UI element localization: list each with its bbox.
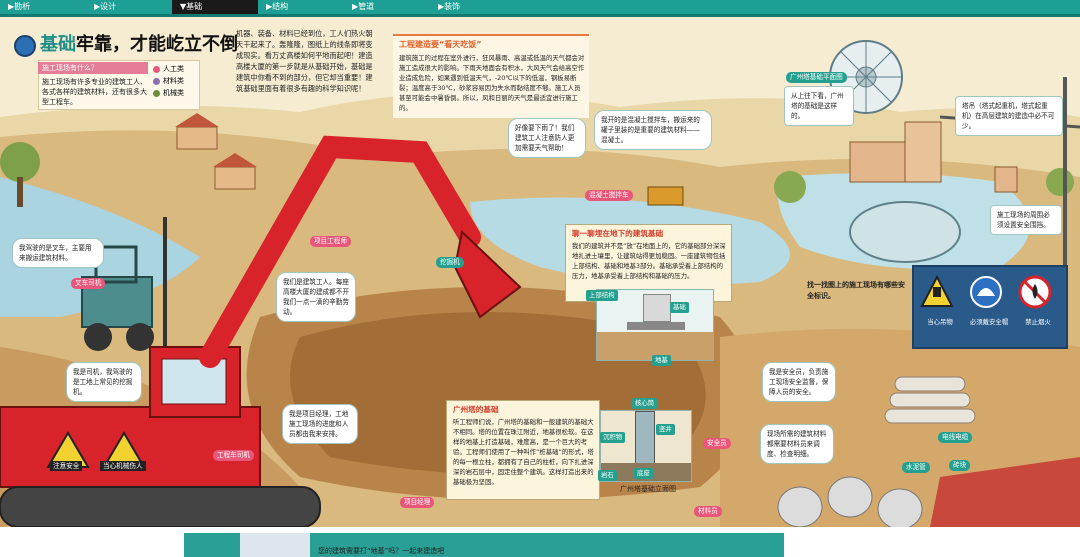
foundation-slab	[627, 322, 685, 330]
legend-label: 机械类	[163, 89, 184, 97]
title-rest: 牢靠，才能屹立不倒	[76, 34, 238, 55]
excavator-driver-tag: 工程车司机	[213, 450, 254, 461]
canton-intro-note: 从上往下看，广州塔的基础是这样的。	[784, 86, 854, 126]
globe-badge-icon	[14, 35, 36, 57]
caution-safety-label: 注意安全	[50, 461, 83, 471]
rock-label: 岩石	[598, 470, 617, 481]
hard-hat-icon	[970, 276, 1002, 308]
legend: 人工类 材料类 机械类	[153, 63, 197, 99]
safety-signboard: 当心吊物 必须戴安全帽 禁止烟火	[912, 265, 1068, 349]
project-engineer-tag: 项目工程师	[310, 236, 351, 247]
tab-structure[interactable]: ▶结构	[266, 2, 289, 11]
legend-label: 材料类	[163, 77, 184, 85]
legend-item-machines: 机械类	[153, 87, 197, 99]
canton-plan-label: 广州塔基础平面图	[786, 72, 847, 83]
forklift-driver-tag: 叉车司机	[71, 278, 106, 289]
weather-title: 工程建造要“看天吃饭”	[399, 40, 482, 49]
intro-paragraph: 机器、装备、材料已经到位，工人们热火朝天干起来了。轰隆隆，图纸上的线条即将变成现…	[236, 29, 373, 93]
canton-caption: 广州塔基础立面图	[620, 485, 676, 493]
fence-note: 施工现场的周围必须设置安全围挡。	[990, 205, 1062, 235]
sign-falling-object: 当心吊物	[920, 274, 960, 331]
canton-text: 听工程师们说，广州塔的基础和一般建筑的基础大不相同。塔的位置在珠江附近，地基很松…	[453, 418, 594, 486]
next-page-text: 您的建筑需要打“地基”吗？一起来建造吧	[318, 547, 445, 555]
tab-foundation[interactable]: ▼基础	[172, 0, 258, 14]
pipe-tag: 水泥管	[902, 462, 930, 473]
foundation-label: 基础	[670, 302, 689, 313]
tab-strip	[0, 14, 1080, 17]
materials-clerk-bubble: 现场所需的建筑材料都需要材料员来调度、检查明细。	[760, 424, 834, 464]
legend-label: 人工类	[163, 65, 184, 73]
project-manager-tag: 项目经理	[400, 497, 435, 508]
chapter-tabs: ▶勘析 ▶设计 ▼基础 ▶结构 ▶管道 ▶装饰	[0, 0, 1080, 17]
foundation-title: 聊一聊埋在地下的建筑基础	[572, 229, 664, 238]
cable-tag: 电线电缆	[938, 432, 973, 443]
tower-crane-note: 塔吊（塔式起重机，塔式起重机）在高层建筑的建造中必不可少。	[955, 96, 1063, 136]
next-page-thumb	[240, 533, 310, 557]
sign-label: 当心吊物	[927, 318, 953, 326]
find-signs-text: 找一找图上的施工现场有哪些安全标识。	[807, 281, 905, 300]
page-title: 基础牢靠，才能屹立不倒	[40, 30, 238, 56]
project-manager-bubble: 我是项目经理，工地施工现场的进度和人员都由我来安排。	[282, 404, 358, 444]
title-highlight: 基础	[40, 34, 76, 55]
question-text: 施工现场有许多专业的建筑工人、各式各样的建筑材料，还有很多大型工程车。	[42, 78, 147, 106]
ground-label: 地基	[652, 355, 671, 366]
safety-officer-bubble: 我是安全员，负责施工现场安全监督，保障人员的安全。	[762, 362, 836, 402]
sediment-label: 沉积物	[600, 432, 626, 443]
pile-label: 竖井	[656, 424, 675, 435]
excavator-tag: 挖掘机	[436, 257, 464, 268]
materials-clerk-tag: 材料员	[694, 506, 722, 517]
legend-dot-machines	[153, 89, 160, 97]
legend-item-materials: 材料类	[153, 75, 197, 87]
truck-driver-bubble: 我开的是混凝土搅拌车，搬运来的罐子里装的是重要的建筑材料——混凝土。	[594, 110, 712, 150]
legend-dot-people	[153, 65, 160, 73]
truck-tag: 混凝土搅拌车	[585, 190, 633, 201]
no-fire-icon	[1018, 275, 1052, 309]
bricks-tag: 砖块	[949, 460, 971, 471]
rain-bubble: 好像要下雨了！我们建筑工人注意防人更加需要天气帮助！	[508, 118, 586, 158]
weather-text: 建筑施工的过程在室外进行，狂风暴雨、高温或低温的天气都会对施工造成很大的影响。下…	[399, 54, 585, 112]
sign-no-fire: 禁止烟火	[1018, 275, 1058, 331]
foundation-text: 我们的建筑并不是“放”在地面上的，它的基础部分深深地扎进土壤里，让建筑站得更加稳…	[572, 242, 726, 280]
weather-box: 工程建造要“看天吃饭” 建筑施工的过程在室外进行，狂风暴雨、高温或低温的天气都会…	[393, 34, 589, 118]
base-label: 底座	[634, 468, 653, 479]
tab-survey[interactable]: ▶勘析	[8, 2, 31, 11]
falling-object-icon	[920, 274, 954, 307]
tab-decoration[interactable]: ▶装饰	[438, 2, 461, 11]
worker-bubble: 我们是建筑工人。每座高楼大厦的建成都不开我们一点一滴的辛勤劳动。	[276, 272, 356, 322]
legend-item-people: 人工类	[153, 63, 197, 75]
tab-pipes[interactable]: ▶管道	[352, 2, 375, 11]
sign-label: 禁止烟火	[1025, 318, 1051, 326]
foundation-diagram	[596, 289, 714, 361]
caution-machine-label: 当心机械伤人	[100, 461, 146, 471]
forklift-driver-bubble: 我驾驶的是叉车，主要用来搬运建筑材料。	[12, 238, 104, 268]
upper-structure-label: 上部结构	[586, 290, 618, 301]
tab-design[interactable]: ▶设计	[94, 2, 117, 11]
sign-hard-hat: 必须戴安全帽	[969, 275, 1009, 331]
building-shape	[643, 294, 671, 322]
canton-panel: 广州塔的基础 听工程师们说，广州塔的基础和一般建筑的基础大不相同。塔的位置在珠江…	[446, 400, 600, 500]
core-label: 核心筒	[632, 398, 658, 409]
question-heading: 施工现场有什么？	[38, 62, 148, 74]
core-shape	[635, 411, 655, 469]
legend-dot-materials	[153, 77, 160, 85]
sign-label: 必须戴安全帽	[969, 318, 1009, 326]
excavator-driver-bubble: 我是司机，我驾驶的是工地上常见的挖掘机。	[66, 362, 142, 402]
canton-title: 广州塔的基础	[453, 405, 499, 414]
book-spread: ▶勘析 ▶设计 ▼基础 ▶结构 ▶管道 ▶装饰 基础牢靠，才能屹立不倒 施工现场…	[0, 0, 1080, 527]
safety-officer-tag: 安全员	[703, 438, 731, 449]
